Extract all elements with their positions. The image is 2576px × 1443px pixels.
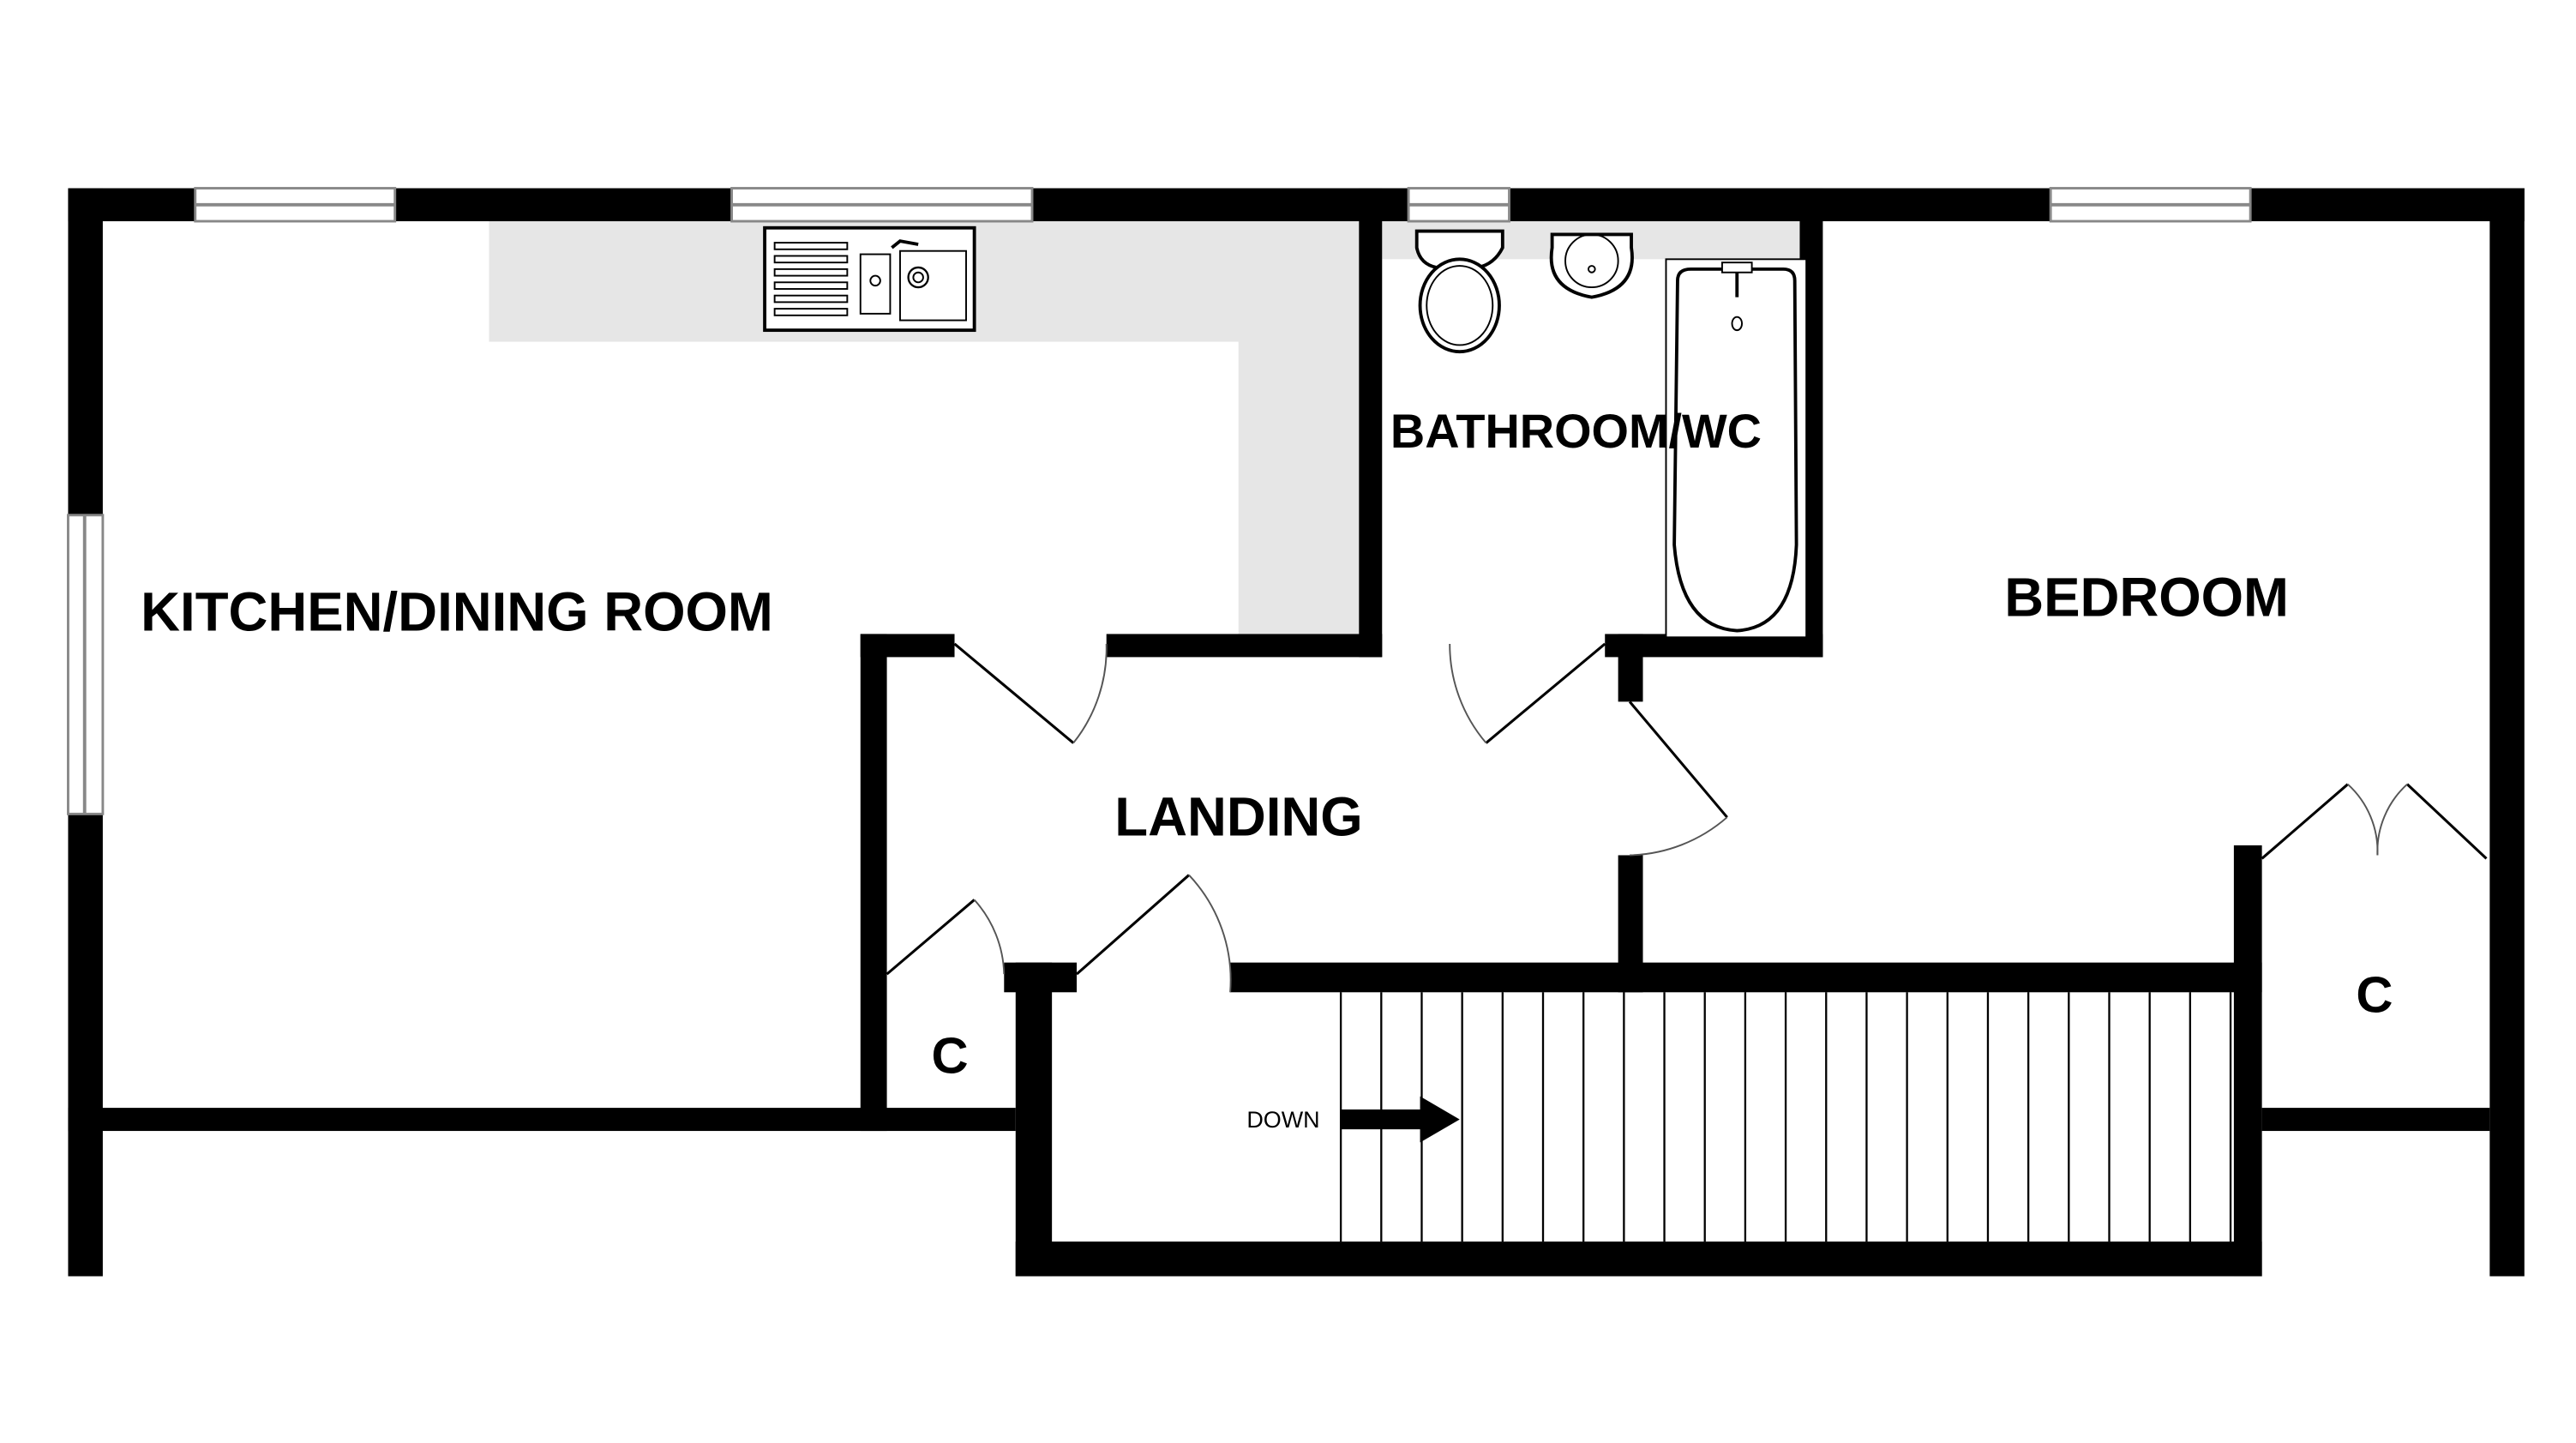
kitchen-counter — [489, 221, 1360, 634]
stairs-direction-label: DOWN — [1246, 1107, 1319, 1133]
window-bedroom — [2049, 187, 2252, 223]
room-label-cupboard-left: C — [932, 1027, 969, 1085]
window-kitchen-side — [67, 514, 105, 815]
room-label-kitchen: KITCHEN/DINING ROOM — [141, 582, 773, 643]
walls — [68, 188, 2525, 1277]
down-arrow-icon — [1341, 1096, 1460, 1143]
washbasin — [1549, 232, 1634, 299]
windows — [67, 187, 2252, 815]
door-kitchen — [953, 642, 1108, 744]
door-wardrobe — [2261, 783, 2488, 860]
window-kitchen-2 — [730, 187, 1034, 223]
room-label-cupboard-right: C — [2356, 965, 2393, 1023]
window-kitchen-1 — [194, 187, 397, 223]
room-label-bathroom: BATHROOM/WC — [1390, 404, 1762, 458]
stairs — [1339, 992, 2232, 1242]
room-label-bedroom: BEDROOM — [2004, 567, 2289, 628]
door-cupboard-left — [886, 899, 1006, 976]
door-bathroom — [1449, 642, 1606, 744]
room-label-landing: LANDING — [1114, 786, 1362, 847]
door-stairs — [1076, 874, 1232, 993]
toilet — [1414, 229, 1504, 354]
door-bedroom — [1628, 700, 1728, 857]
window-bathroom — [1407, 187, 1510, 223]
doors — [886, 642, 2488, 993]
bathtub — [1665, 258, 1808, 639]
kitchen-sink — [763, 225, 976, 333]
